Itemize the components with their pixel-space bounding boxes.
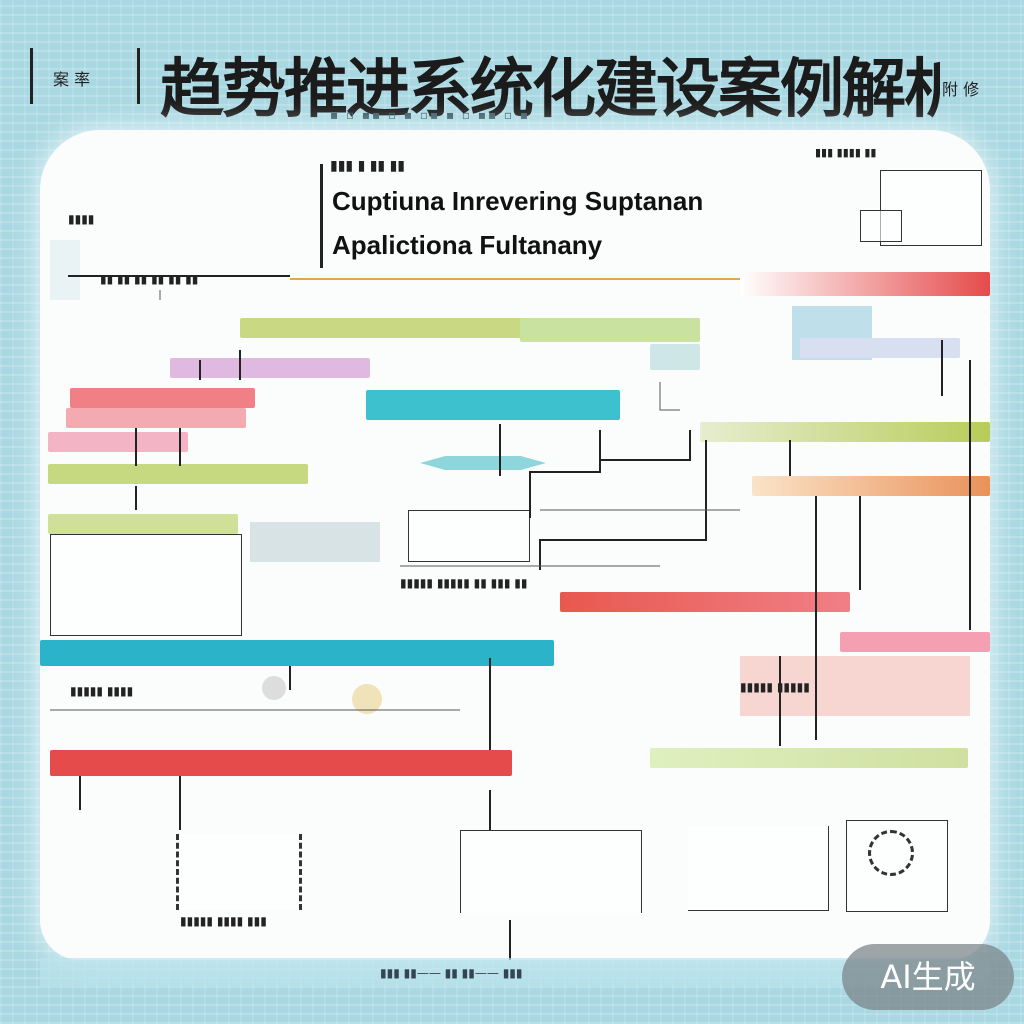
title-tail: 附 修 xyxy=(942,80,980,99)
heading-line-1: Cuptiuna Inrevering Suptanan xyxy=(332,186,704,216)
title-sub-decoration: ▪ ▫ ▪▪ ▫ ▪ ▫▪ ▪ ▫ ▪▪ ▫ ▪ xyxy=(330,108,531,122)
green-bar-bottom-right xyxy=(650,748,968,768)
top-right-mark: ▮▮▮ ▮▮▮▮ ▮▮ xyxy=(815,146,877,159)
pink-bar-1 xyxy=(70,388,255,408)
ai-generated-badge: AI生成 xyxy=(842,944,1014,1010)
top-right-small-box xyxy=(860,210,902,242)
left-mid-mark: ▮▮▮▮▮ ▮▮▮▮ xyxy=(70,684,134,698)
bottom-caption-mark: ▮▮▮ ▮▮—— ▮▮ ▮▮—— ▮▮▮ xyxy=(380,966,523,980)
heading-caption-mark: ▮▮▮ ▮ ▮▮ ▮▮ xyxy=(330,158,405,174)
heading-rule xyxy=(320,164,323,268)
decorative-dot xyxy=(262,676,286,700)
right-orange-bar xyxy=(752,476,990,496)
heading-line-2: Apalictiona Fultanany xyxy=(332,230,603,260)
long-red-bar xyxy=(50,750,512,776)
left-row-mark: ▮▮ ▮▮ ▮▮ ▮▮ ▮▮ ▮▮ xyxy=(100,272,199,286)
pink-bar-3 xyxy=(48,432,188,452)
right-green-bar xyxy=(700,422,990,442)
green-bar-right-top xyxy=(520,318,700,342)
panel-bottom-strip xyxy=(40,958,990,986)
connector-lines xyxy=(50,275,971,960)
decorative-ring xyxy=(868,830,914,876)
heading-underline xyxy=(290,278,740,280)
bottom-flow-box-right xyxy=(688,826,829,911)
gray-flow-box xyxy=(250,522,380,562)
long-cyan-bar xyxy=(40,640,554,666)
page-title: 趋势推进系统化建设案例解析 xyxy=(160,53,940,127)
purple-bar xyxy=(170,358,370,378)
red-bar-center-right xyxy=(560,592,850,612)
bottom-left-box xyxy=(176,834,302,910)
pink-bar-2 xyxy=(66,408,246,428)
center-flow-box xyxy=(408,510,530,562)
green-bar-left-2 xyxy=(48,514,238,534)
pink-bar-right xyxy=(840,632,990,652)
top-right-box xyxy=(880,170,982,246)
pink-block-right xyxy=(740,656,970,716)
left-caption-mark: ▮▮▮▮ xyxy=(68,212,95,226)
teal-chip xyxy=(650,344,700,370)
cyan-box-center xyxy=(366,390,620,420)
top-right-red-bar xyxy=(740,272,990,296)
green-bar-left xyxy=(48,464,308,484)
decorative-circle xyxy=(352,684,382,714)
right-lavender-bar xyxy=(800,338,960,358)
cyan-ribbon xyxy=(420,456,546,470)
left-tab xyxy=(50,240,80,300)
title-bracket: 案 率 xyxy=(30,48,140,104)
right-mid-mark: ▮▮▮▮▮ ▮▮▮▮▮ xyxy=(740,680,810,694)
diagram-panel: Cuptiuna Inrevering Suptanan Apalictiona… xyxy=(40,130,990,960)
title-left-label: 案 率 xyxy=(53,70,91,89)
bottom-mark: ▮▮▮▮▮ ▮▮▮▮ ▮▮▮ xyxy=(180,914,267,928)
left-flow-box xyxy=(50,534,242,636)
center-row-mark: ▮▮▮▮▮ ▮▮▮▮▮ ▮▮ ▮▮▮ ▮▮ xyxy=(400,576,528,590)
bottom-flow-box-center xyxy=(460,830,642,913)
